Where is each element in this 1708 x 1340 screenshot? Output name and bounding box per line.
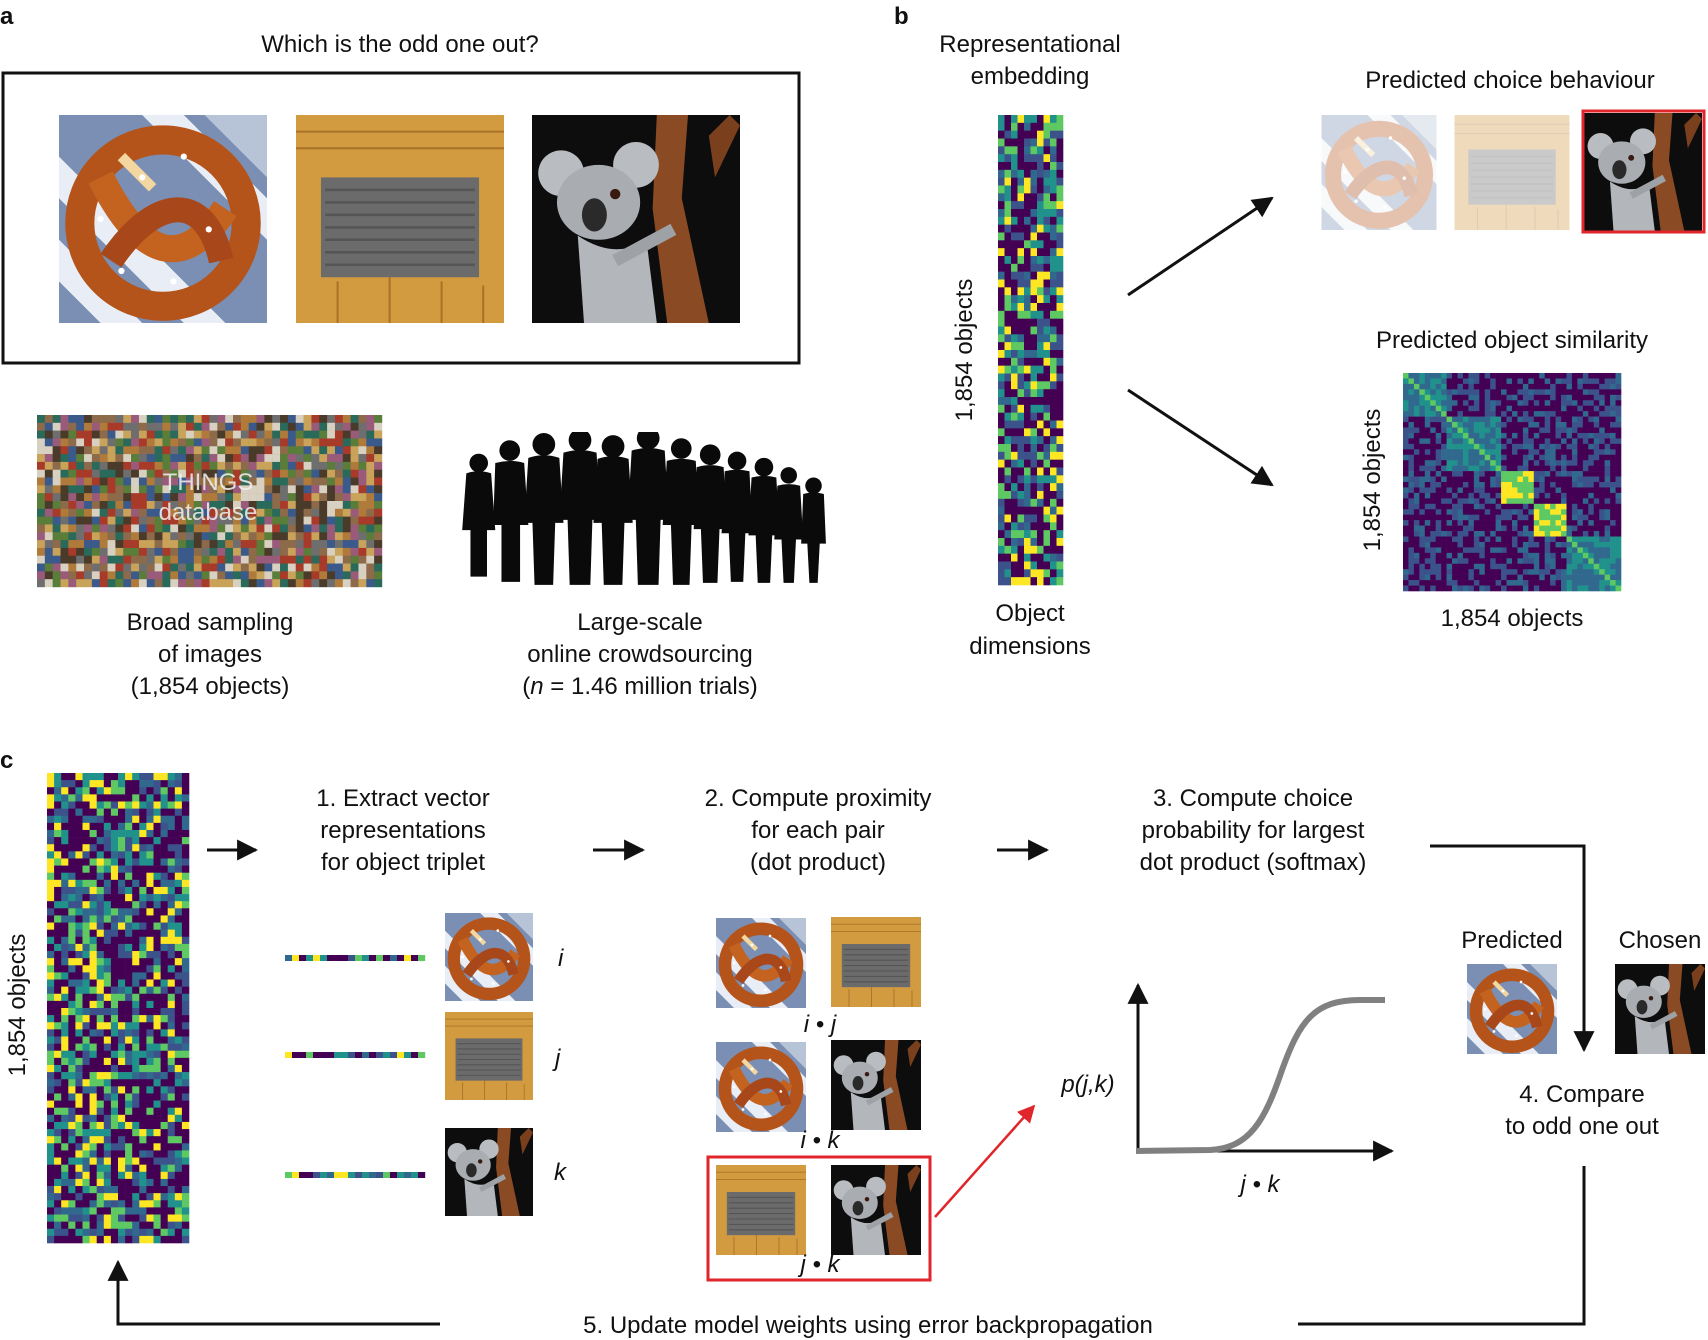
embedding-title-1: Representational xyxy=(939,31,1120,58)
step3-line1: 3. Compute choice xyxy=(1153,785,1353,812)
pair-label-ij: i • j xyxy=(804,1011,837,1038)
item-label-k: k xyxy=(554,1159,568,1186)
item-k-koala xyxy=(445,1128,533,1216)
database-label-line1: THINGS xyxy=(163,469,254,496)
triplet-frame xyxy=(1,71,801,365)
embedding-matrix-b xyxy=(998,115,1064,586)
arrow-to-softmax xyxy=(934,1104,1036,1218)
similarity-matrix xyxy=(1403,373,1622,592)
similarity-title: Predicted object similarity xyxy=(1376,327,1648,354)
sampling-caption-1: Broad sampling xyxy=(127,609,294,636)
doormat-image xyxy=(295,115,505,323)
embedding-rows-label: 1,854 objects xyxy=(951,279,978,422)
step4-line1: 4. Compare xyxy=(1519,1081,1644,1108)
step3-line3: dot product (softmax) xyxy=(1140,849,1367,876)
similarity-y-label: 1,854 objects xyxy=(1359,409,1386,552)
koala-image xyxy=(532,115,740,323)
faded-pretzel xyxy=(1322,115,1437,230)
chosen-label: Chosen xyxy=(1619,927,1702,954)
odd-one-out-question: Which is the odd one out? xyxy=(261,31,539,58)
backprop-loop-right xyxy=(1298,1166,1586,1326)
crowd-caption-3: (n = 1.46 million trials) xyxy=(522,673,757,700)
softmax-x-label: j • k xyxy=(1237,1171,1281,1198)
crowd-caption-1: Large-scale xyxy=(577,609,702,636)
embedding-title-2: embedding xyxy=(971,63,1090,90)
step2-line1: 2. Compute proximity xyxy=(705,785,932,812)
crowd-silhouette xyxy=(462,432,826,585)
step2-line2: for each pair xyxy=(751,817,884,844)
matrix-rows-label: 1,854 objects xyxy=(4,934,31,1077)
step3-line2: probability for largest xyxy=(1142,817,1365,844)
vector-k xyxy=(285,1172,426,1178)
sampling-caption-3: (1,854 objects) xyxy=(131,673,290,700)
item-label-j: j xyxy=(552,1045,561,1072)
predicted-koala xyxy=(1584,113,1702,231)
item-i-pretzel xyxy=(445,913,533,1001)
pair-ij-doormat xyxy=(831,917,921,1007)
pair-jk-koala xyxy=(831,1165,921,1255)
step2-line3: (dot product) xyxy=(750,849,886,876)
predicted-choice-highlight xyxy=(1581,109,1706,234)
vector-j xyxy=(285,1052,426,1058)
predicted-label: Predicted xyxy=(1461,927,1562,954)
similarity-x-label: 1,854 objects xyxy=(1441,605,1584,632)
step1-line1: 1. Extract vector xyxy=(316,785,489,812)
pair-label-jk: j • k xyxy=(797,1251,841,1278)
backprop-loop-left xyxy=(107,1259,440,1326)
dims-label-2: dimensions xyxy=(969,633,1090,660)
pretzel-image xyxy=(59,115,267,323)
vector-i xyxy=(285,955,426,961)
step1-line2: representations xyxy=(320,817,485,844)
softmax-curve xyxy=(1135,997,1385,1154)
panel-label-b: b xyxy=(894,3,909,30)
panel-label-c: c xyxy=(0,747,13,774)
item-j-doormat xyxy=(444,1012,534,1100)
item-label-i: i xyxy=(558,945,564,972)
embedding-matrix-c xyxy=(47,773,190,1244)
softmax-y-label: p(j,k) xyxy=(1060,1071,1114,1098)
step1-line3: for object triplet xyxy=(321,849,485,876)
chosen-koala xyxy=(1615,964,1705,1054)
pair-ik-pretzel xyxy=(716,1042,806,1132)
pair-ik-koala xyxy=(831,1040,921,1130)
choice-behaviour-title: Predicted choice behaviour xyxy=(1365,67,1655,94)
arrow-to-compare xyxy=(1430,844,1595,1053)
largest-pair-highlight xyxy=(706,1155,932,1282)
predicted-pretzel xyxy=(1467,964,1557,1054)
pair-label-ik: i • k xyxy=(800,1127,841,1154)
pair-jk-doormat xyxy=(716,1165,806,1255)
arrow-to-similarity xyxy=(1127,388,1274,487)
crowd-caption-2: online crowdsourcing xyxy=(527,641,752,668)
step4-line2: to odd one out xyxy=(1505,1113,1659,1140)
arrow-to-choice xyxy=(1127,196,1274,297)
panel-label-a: a xyxy=(0,3,14,30)
dims-label-1: Object xyxy=(995,600,1065,627)
step5-text: 5. Update model weights using error back… xyxy=(583,1312,1153,1339)
database-label-line2: database xyxy=(159,499,258,526)
things-database-mosaic: THINGS database xyxy=(37,415,383,588)
pair-ij-pretzel xyxy=(716,918,806,1008)
faded-doormat xyxy=(1453,115,1571,230)
sampling-caption-2: of images xyxy=(158,641,262,668)
